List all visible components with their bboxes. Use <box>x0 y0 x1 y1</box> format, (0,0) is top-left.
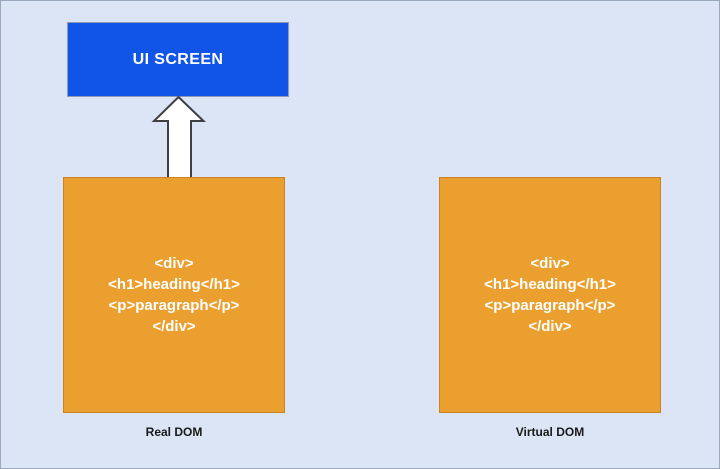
code-line: </div> <box>528 318 572 335</box>
code-line: <div> <box>154 255 194 272</box>
real-dom-code: <div> <h1>heading</h1> <p>paragraph</p> … <box>108 253 240 337</box>
virtual-dom-caption: Virtual DOM <box>515 425 585 439</box>
real-dom-box: <div> <h1>heading</h1> <p>paragraph</p> … <box>63 177 285 413</box>
code-line: <p>paragraph</p> <box>108 297 240 314</box>
code-line: <div> <box>530 255 570 272</box>
real-dom-caption: Real DOM <box>145 425 203 439</box>
ui-screen-label: UI SCREEN <box>132 50 224 68</box>
code-line: </div> <box>152 318 196 335</box>
code-line: <h1>heading</h1> <box>108 276 240 293</box>
code-line: <h1>heading</h1> <box>484 276 616 293</box>
render-arrow-icon <box>151 95 206 179</box>
virtual-dom-code: <div> <h1>heading</h1> <p>paragraph</p> … <box>484 253 616 337</box>
code-line: <p>paragraph</p> <box>484 297 616 314</box>
render-arrow <box>151 95 207 179</box>
ui-screen-box: UI SCREEN <box>67 22 289 97</box>
virtual-dom-box: <div> <h1>heading</h1> <p>paragraph</p> … <box>439 177 661 413</box>
